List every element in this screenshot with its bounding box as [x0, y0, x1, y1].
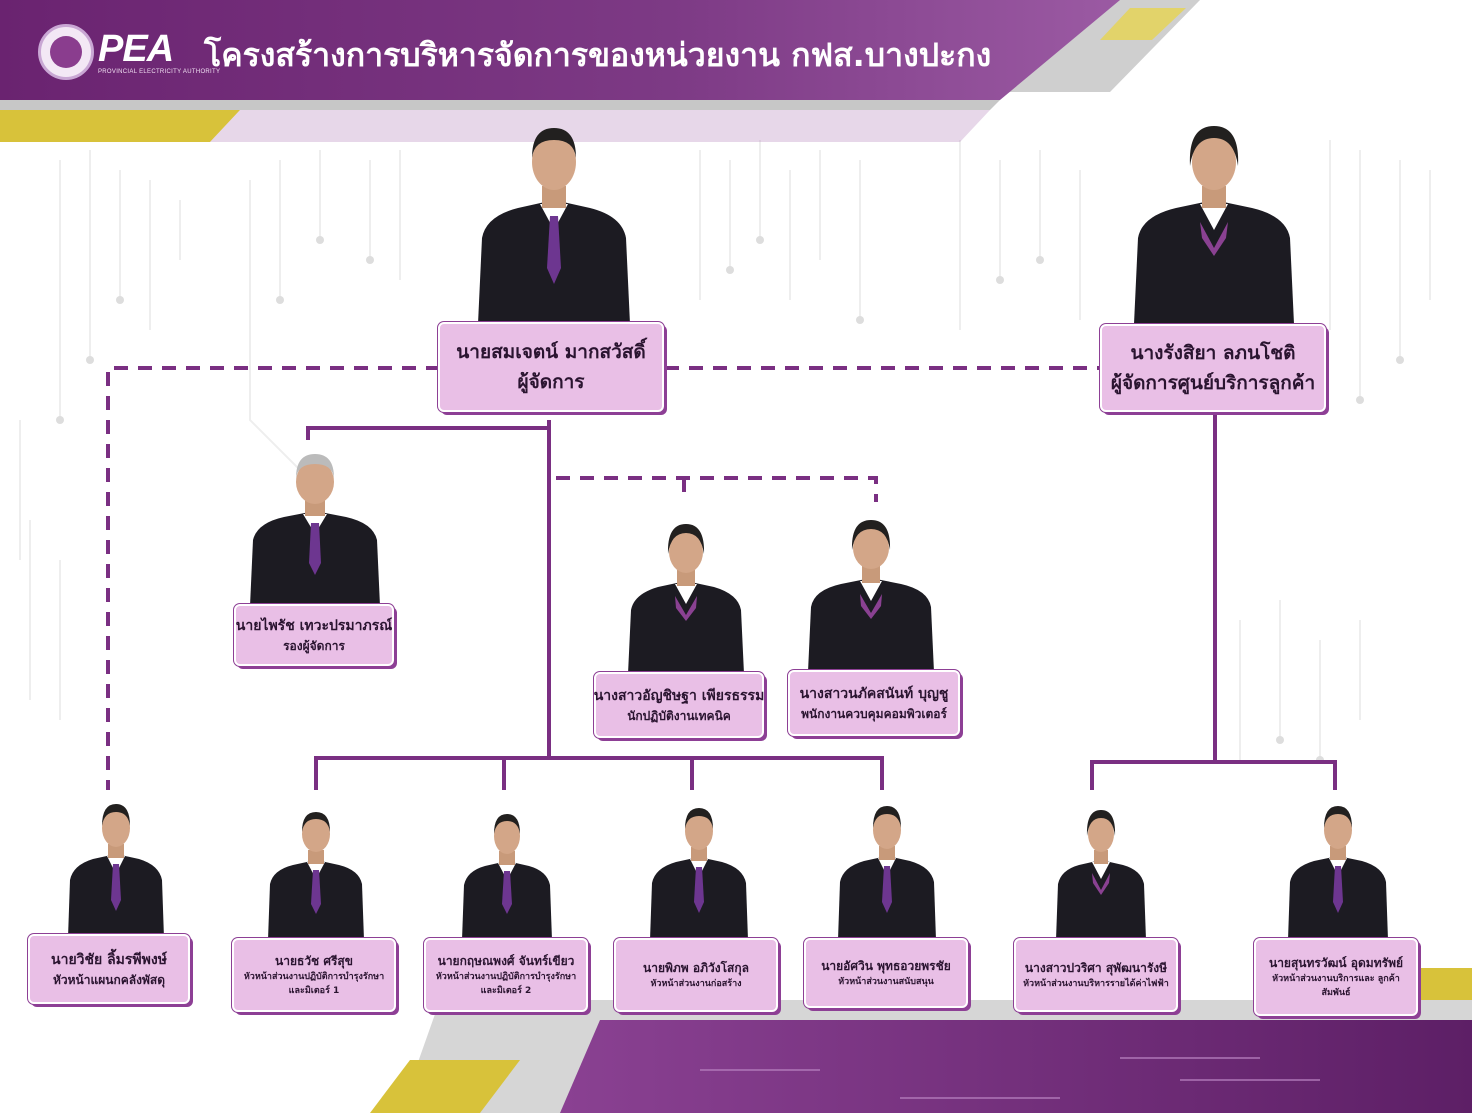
maintenance-1-head-name: นายธวัช ศรีสุข	[275, 954, 353, 968]
connector-dashed-staff	[556, 476, 878, 502]
support-head-card: นายอัศวิน พุทธอวยพรชัย หัวหน้าส่วนงานสนั…	[804, 938, 968, 1008]
computer-operator-card: นางสาวนภัคสนันท์ บุญชู พนักงานควบคุมคอมพ…	[788, 670, 960, 736]
customer-center-manager-card: นางรังสิยา ลภนโชติ ผู้จัดการศูนย์บริการล…	[1100, 324, 1326, 412]
deputy-manager-role: รองผู้จัดการ	[283, 638, 345, 653]
banner-stripe-gold	[1100, 8, 1186, 40]
customer-service-head-name: นายสุนทรวัฒน์ อุดมทรัพย์	[1268, 956, 1404, 970]
computer-operator-name: นางสาวนภัคสนันท์ บุญชู	[799, 685, 949, 702]
page-title: โครงสร้างการบริหารจัดการของหน่วยงาน กฟส.…	[204, 36, 992, 74]
deputy-manager-photo	[250, 454, 380, 606]
manager-photo	[478, 128, 630, 324]
customer-center-manager-name: นางรังสิยา ลภนโชติ	[1130, 342, 1296, 364]
customer-service-head-photo	[1288, 806, 1388, 940]
technician-name: นางสาวอัญชิษฐา เพียรธรรม	[593, 687, 765, 704]
pea-logo-subtitle: PROVINCIAL ELECTRICITY AUTHORITY	[98, 69, 221, 75]
support-head-photo	[838, 806, 936, 940]
maintenance-2-head-photo	[462, 814, 552, 940]
circuit-pattern	[19, 140, 1431, 760]
maintenance-1-head-role: หัวหน้าส่วนงานปฏิบัติการบำรุงรักษา และมิ…	[243, 972, 385, 996]
connector-section-drops	[502, 758, 694, 790]
support-head-name: นายอัศวิน พุทธอวยพรชัย	[821, 958, 951, 973]
revenue-head-photo	[1056, 810, 1146, 940]
computer-operator-photo	[808, 520, 934, 672]
manager-card: นายสมเจตน์ มากสวัสดิ์ ผู้จัดการ	[438, 322, 664, 412]
connector-dashed-supply	[106, 366, 440, 790]
construction-head-role: หัวหน้าส่วนงานก่อสร้าง	[650, 978, 742, 989]
construction-head-photo	[650, 808, 748, 940]
maintenance-2-head-role: หัวหน้าส่วนงานปฏิบัติการบำรุงรักษา และมิ…	[435, 972, 577, 996]
customer-service-head-role: หัวหน้าส่วนงานบริการและ ลูกค้าสัมพันธ์	[1272, 974, 1400, 998]
technician-card: นางสาวอัญชิษฐา เพียรธรรม นักปฏิบัติงานเท…	[594, 672, 764, 738]
pea-logo-text: PEA	[98, 28, 174, 70]
support-head-role: หัวหน้าส่วนงานสนับสนุน	[838, 976, 934, 987]
customer-service-head-card: นายสุนทรวัฒน์ อุดมทรัพย์ หัวหน้าส่วนงานบ…	[1254, 938, 1418, 1016]
deputy-manager-name: นายไพรัช เทวะปรมาภรณ์	[235, 617, 393, 634]
supply-head-name: นายวิชัย ลิ้มรพีพงษ์	[51, 951, 167, 968]
technician-photo	[628, 524, 744, 674]
footer-banner	[560, 1020, 1472, 1113]
customer-center-manager-role: ผู้จัดการศูนย์บริการลูกค้า	[1110, 372, 1316, 394]
maintenance-1-head-photo	[268, 812, 364, 940]
revenue-head-name: นางสาวปวริศา สุพัฒนารังษี	[1024, 960, 1168, 975]
supply-head-photo	[68, 804, 164, 938]
supply-head-role: หัวหน้าแผนกคลังพัสดุ	[52, 972, 165, 987]
manager-name: นายสมเจตน์ มากสวัสดิ์	[456, 341, 646, 363]
header-banner	[0, 0, 1120, 100]
connector-deputy	[306, 426, 549, 440]
header-gold-band	[0, 110, 240, 142]
connector-customer-heads	[1090, 760, 1337, 790]
manager-role: ผู้จัดการ	[517, 371, 585, 393]
construction-head-card: นายพิภพ อภิวังโสกุล หัวหน้าส่วนงานก่อสร้…	[614, 938, 778, 1012]
revenue-head-role: หัวหน้าส่วนงานบริหารรายได้ค่าไฟฟ้า	[1023, 978, 1169, 989]
maintenance-2-head-name: นายกฤษณพงศ์ จันทร์เขียว	[437, 954, 575, 968]
customer-center-manager-photo	[1134, 126, 1294, 324]
construction-head-name: นายพิภพ อภิวังโสกุล	[643, 960, 749, 975]
technician-role: นักปฏิบัติงานเทคนิค	[627, 708, 731, 723]
connector-section-heads	[314, 756, 884, 790]
revenue-head-card: นางสาวปวริศา สุพัฒนารังษี หัวหน้าส่วนงาน…	[1014, 938, 1178, 1012]
supply-head-card: นายวิชัย ลิ้มรพีพงษ์ หัวหน้าแผนกคลังพัสด…	[28, 934, 190, 1004]
pea-logo-emblem	[38, 24, 94, 80]
deputy-manager-card: นายไพรัช เทวะปรมาภรณ์ รองผู้จัดการ	[234, 604, 394, 666]
maintenance-2-head-card: นายกฤษณพงศ์ จันทร์เขียว หัวหน้าส่วนงานปฏ…	[424, 938, 588, 1012]
footer-gold	[1400, 968, 1472, 1000]
maintenance-1-head-card: นายธวัช ศรีสุข หัวหน้าส่วนงานปฏิบัติการบ…	[232, 938, 396, 1012]
computer-operator-role: พนักงานควบคุมคอมพิวเตอร์	[801, 706, 947, 721]
